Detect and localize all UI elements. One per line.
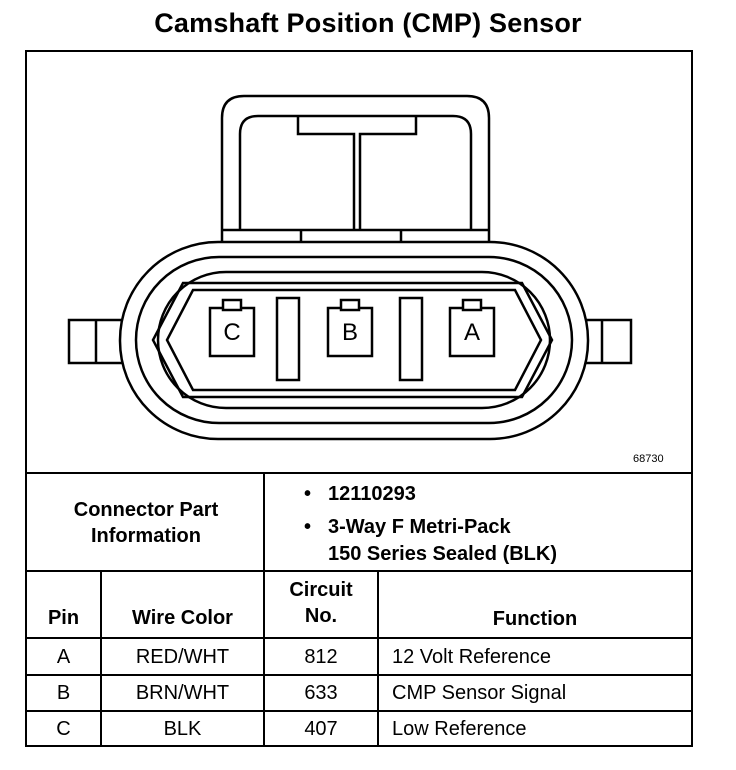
bullet-icon: • (304, 483, 312, 505)
terminal-block (151, 281, 554, 399)
pin-notch-a (461, 298, 483, 312)
divider-left (275, 296, 301, 382)
rule-info-top (25, 472, 693, 474)
pin-notch-c (221, 298, 243, 312)
latch-outer (220, 94, 491, 262)
pin-notch-b (339, 298, 361, 312)
latch-tab (296, 116, 418, 230)
row-b-wire-color: BRN/WHT (135, 682, 230, 704)
row-a-circuit: 812 (304, 646, 338, 668)
rule-row-c-top (25, 710, 693, 712)
rule-row-a-top (25, 637, 693, 639)
rule-header-top (25, 570, 693, 572)
page-title: Camshaft Position (CMP) Sensor (154, 8, 582, 38)
pin-cavity-c (208, 306, 256, 358)
drawing-id: 68730 (633, 453, 664, 465)
pin-label-b: B (342, 319, 358, 346)
connector-info-label: Connector Part Information (73, 499, 219, 547)
terminal-block-inner (165, 288, 543, 392)
rule-col-pin (100, 570, 102, 747)
pin-label-a: A (464, 319, 480, 346)
row-b-pin: B (56, 682, 71, 704)
row-c-function: Low Reference (392, 718, 527, 740)
header-wire-color: Wire Color (132, 607, 233, 629)
connector-body-inner (156, 270, 552, 410)
connector-info-item-cont: 150 Series Sealed (BLK) (328, 543, 557, 565)
connector-body-mid (134, 255, 574, 425)
row-a-wire-color: RED/WHT (135, 646, 230, 668)
row-c-wire-color: BLK (163, 718, 202, 740)
header-function: Function (492, 608, 578, 630)
row-b-function: CMP Sensor Signal (392, 682, 567, 704)
connector-diagram: C B A (67, 94, 633, 441)
rule-info-divider (263, 472, 265, 570)
row-c-pin: C (56, 718, 71, 740)
connector-info-item: • 3-Way F Metri-Pack (300, 514, 557, 541)
row-a-function: 12 Volt Reference (392, 646, 551, 668)
rule-col-wire (263, 570, 265, 747)
header-circuit: Circuit No. (289, 579, 353, 627)
bullet-icon: • (304, 516, 312, 538)
pin-cavity-a (448, 306, 496, 358)
pin-label-c: C (223, 319, 240, 346)
row-c-circuit: 407 (304, 718, 338, 740)
latch-inner (238, 114, 473, 230)
row-a-pin: A (56, 646, 71, 668)
rule-row-b-top (25, 674, 693, 676)
rule-col-circuit (377, 570, 379, 747)
diagram-frame (25, 50, 693, 747)
connector-info-item: • 12110293 (300, 481, 557, 508)
connector-info-list: • 12110293 • 3-Way F Metri-Pack 150 Seri… (300, 481, 557, 568)
row-b-circuit: 633 (304, 682, 338, 704)
header-pin: Pin (47, 607, 80, 629)
divider-right (398, 296, 424, 382)
